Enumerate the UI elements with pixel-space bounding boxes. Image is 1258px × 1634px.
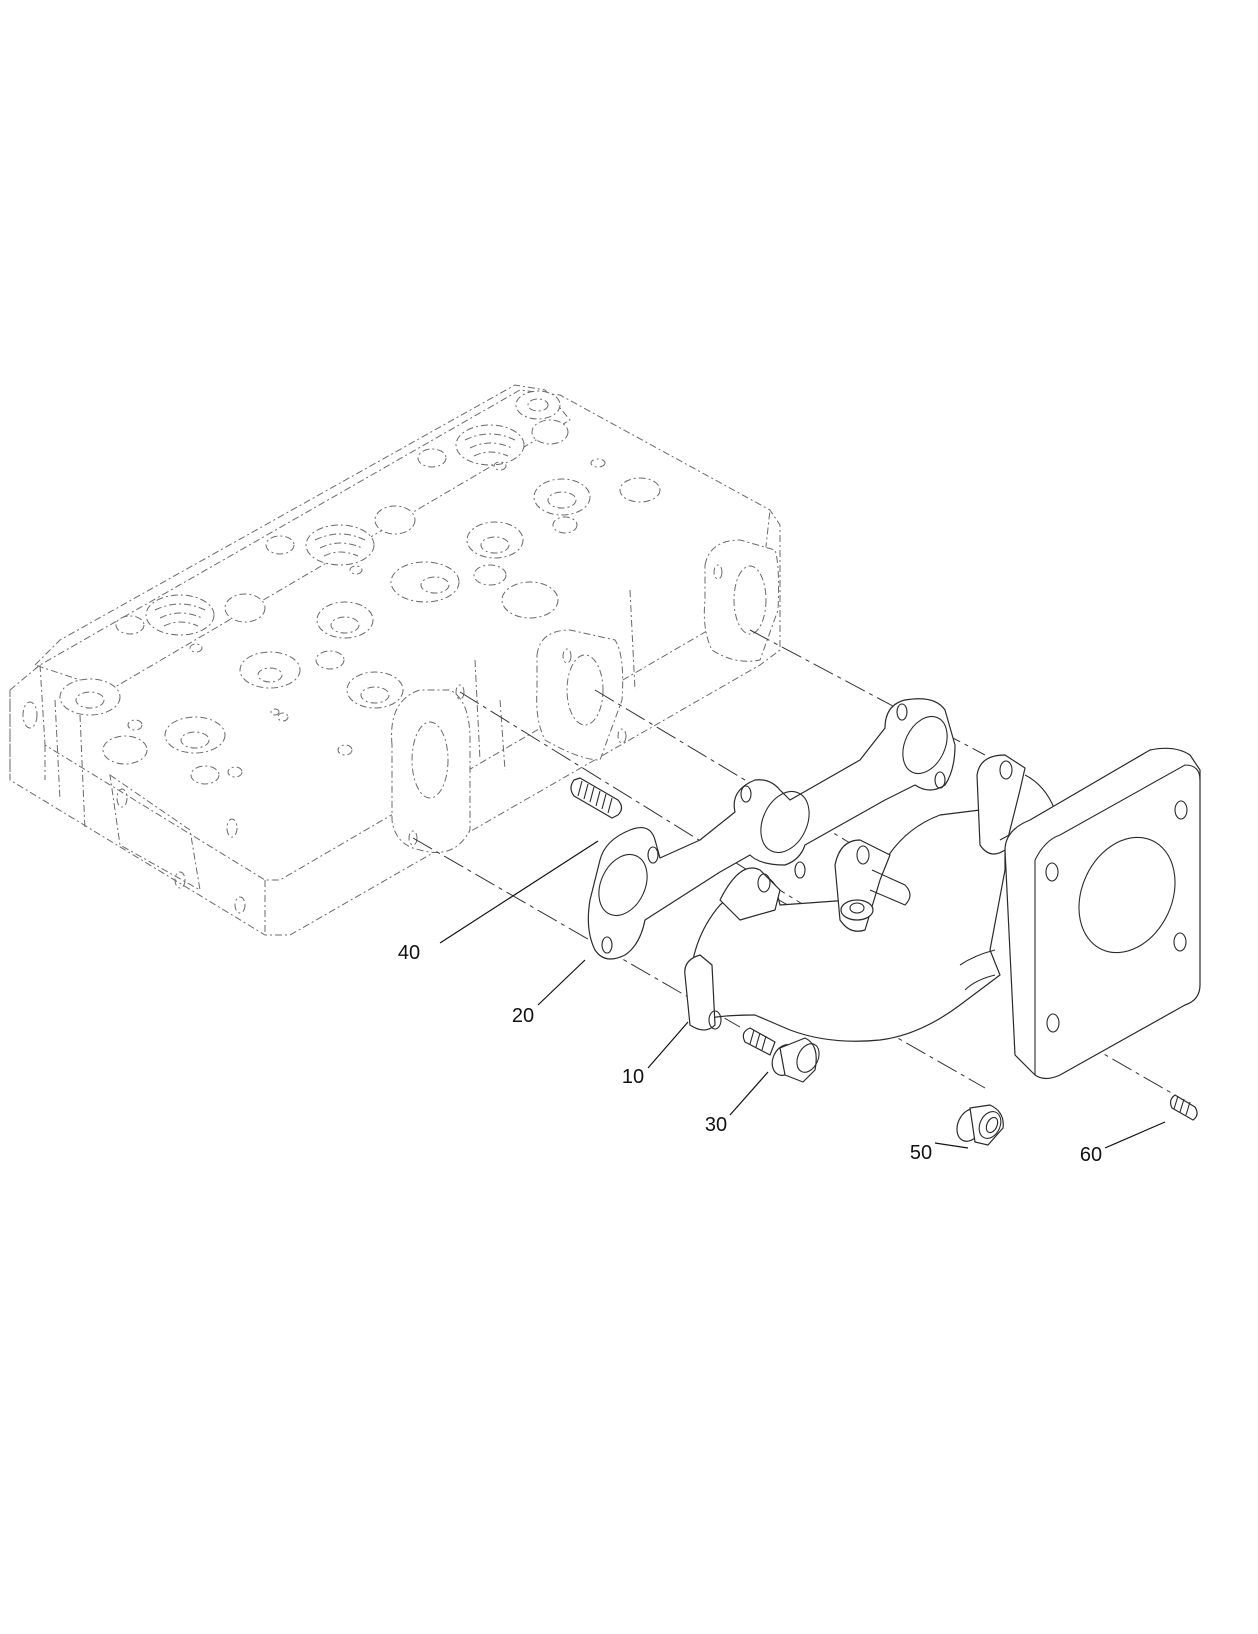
callout-10[interactable]: 10 (621, 1066, 645, 1088)
gasket-part-20 (587, 698, 956, 960)
cylinder-head-phantom (9, 384, 781, 936)
bolt-part-30 (742, 1027, 820, 1083)
callout-50[interactable]: 50 (909, 1142, 933, 1164)
callout-leaders (439, 840, 1166, 1149)
callout-20[interactable]: 20 (511, 1005, 535, 1027)
stud-part-60 (1169, 1094, 1198, 1121)
callout-60[interactable]: 60 (1079, 1144, 1103, 1166)
nut-part-50 (956, 1104, 1004, 1146)
stud-part-40 (570, 777, 623, 819)
callout-30[interactable]: 30 (704, 1114, 728, 1136)
exhaust-manifold-part-10 (684, 747, 1201, 1080)
callout-40[interactable]: 40 (397, 942, 421, 964)
